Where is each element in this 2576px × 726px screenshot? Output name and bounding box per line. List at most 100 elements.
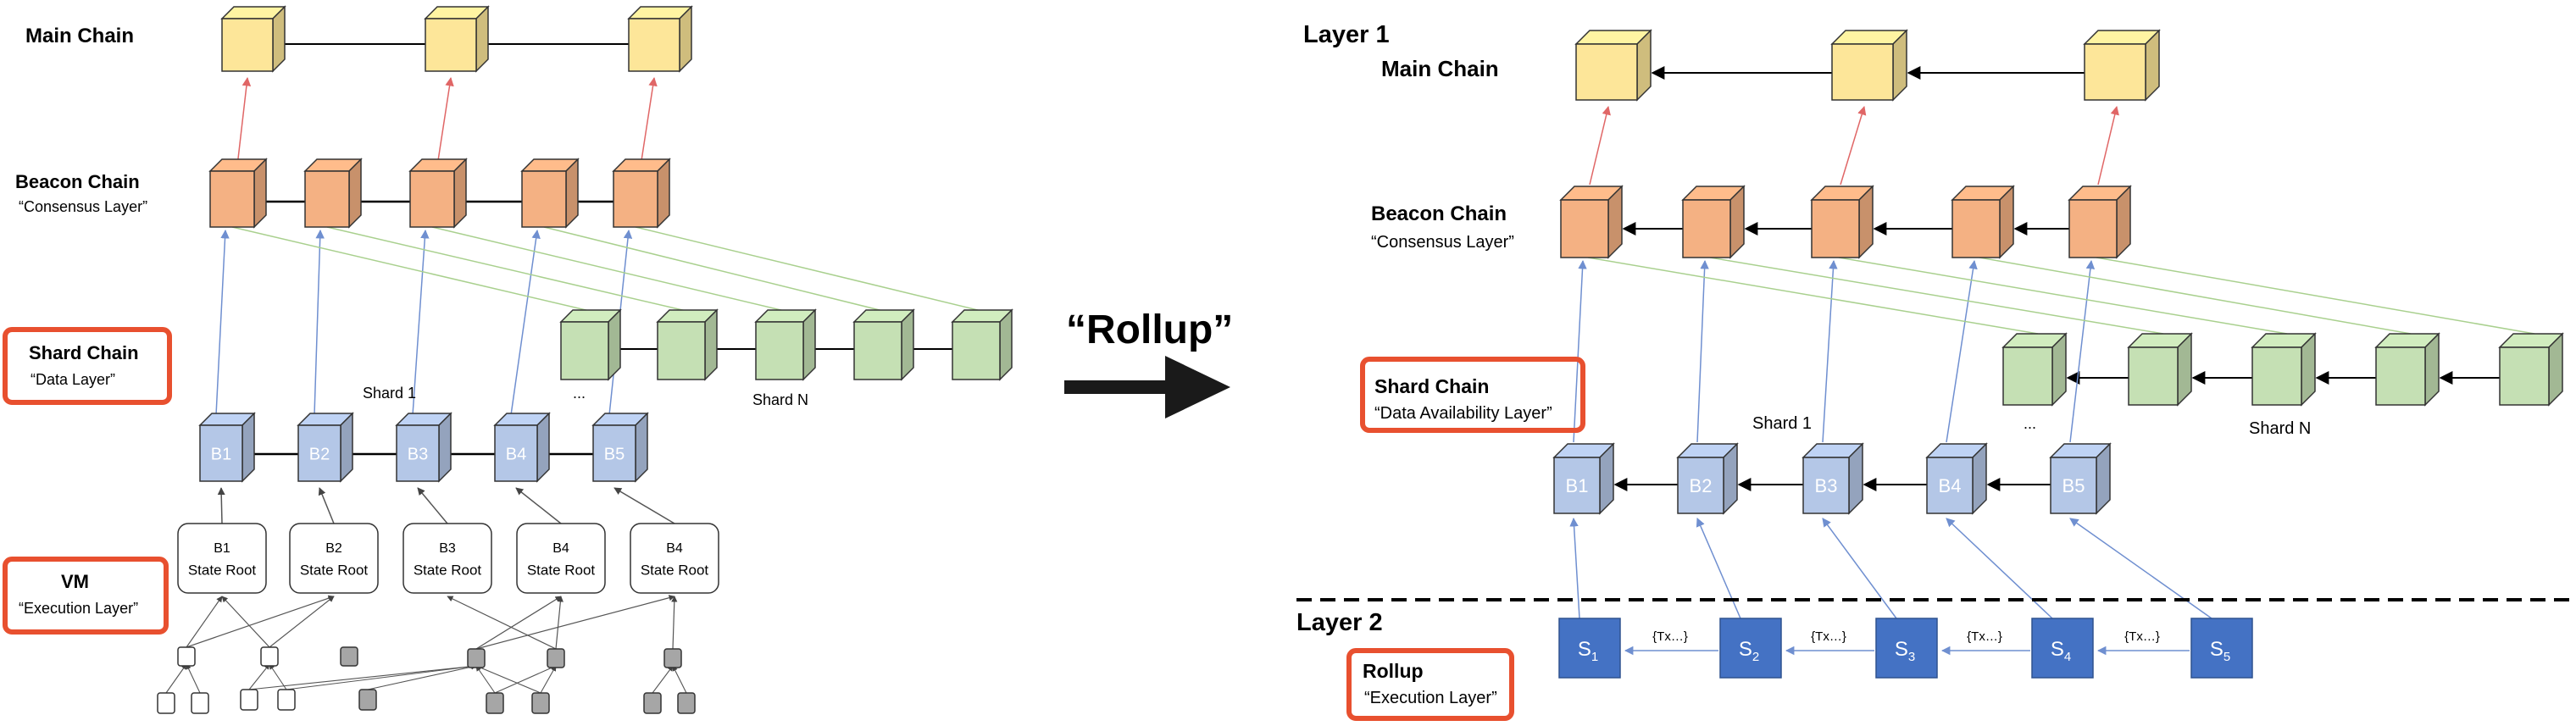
left-tx-node	[547, 648, 565, 668]
left-root-to-block-arrow	[417, 487, 448, 524]
left-tx-node	[467, 648, 486, 668]
right-sequencer-label: S5	[2210, 638, 2230, 664]
right-rollup-subtitle: “Execution Layer”	[1364, 689, 1497, 707]
left-shard-title: Shard Chain	[29, 342, 139, 363]
right-shard1-block	[2049, 442, 2112, 515]
left-tx-link	[248, 663, 477, 690]
left-tx-node	[240, 689, 258, 711]
right-shard1-block	[1676, 442, 1739, 515]
left-tx-node	[277, 689, 296, 711]
left-beacon-block	[303, 158, 363, 229]
rollup-arrow-label: “Rollup”	[1066, 308, 1233, 352]
right-main-chain-block	[1574, 29, 1652, 102]
right-main-chain-block	[1830, 29, 1908, 102]
right-shardN-block	[2127, 332, 2193, 407]
left-vm-title: VM	[61, 571, 89, 592]
left-tx-to-root-arrow	[555, 596, 564, 650]
right-beacon-title: Beacon Chain	[1371, 202, 1507, 225]
left-state-root-box	[402, 523, 492, 594]
left-tx-node	[643, 692, 662, 714]
left-block-label: B1	[211, 445, 231, 463]
left-tx-to-root-arrow	[221, 596, 270, 648]
left-block-to-beacon-arrow	[510, 229, 541, 416]
left-tx-to-root-arrow	[186, 596, 223, 648]
left-block-label: B3	[408, 445, 428, 463]
right-beacon-to-shardN-line	[1838, 257, 2288, 335]
left-beacon-block	[208, 158, 268, 229]
left-main-chain-block	[424, 5, 490, 73]
left-shard-chain-highlight	[3, 327, 172, 405]
left-tx-to-root-arrow	[475, 596, 562, 650]
rollup-arrow-icon	[1064, 356, 1230, 418]
left-tx-node	[677, 692, 696, 714]
left-shardN-block	[656, 308, 719, 381]
left-tx-link	[540, 665, 557, 694]
right-seq-to-block-arrow	[2069, 518, 2212, 619]
left-shard1-block	[395, 412, 452, 483]
right-main-chain-block	[2083, 29, 2161, 102]
left-beacon-to-main-arrow	[436, 76, 454, 167]
left-state-root-sub: State Root	[300, 562, 369, 578]
left-block-to-beacon-arrow	[314, 229, 325, 416]
right-beacon-block	[1559, 185, 1624, 259]
left-beacon-to-shardN-line	[543, 226, 887, 313]
left-state-root-name: B4	[666, 541, 683, 556]
left-tx-node	[191, 692, 209, 714]
left-state-root-box	[289, 523, 379, 594]
left-shard1-block	[591, 412, 649, 483]
right-block-to-beacon-arrow	[1822, 259, 1838, 443]
right-beacon-to-shardN-line	[1979, 257, 2412, 335]
right-shardN-block	[2374, 332, 2440, 407]
left-tx-node	[531, 692, 550, 714]
right-sequencer-label: S1	[1578, 638, 1598, 664]
connector-lines	[165, 43, 2535, 694]
right-shard1-block	[1802, 442, 1864, 515]
left-state-root-sub: State Root	[188, 562, 257, 578]
right-sequencer-label: S2	[1739, 638, 1759, 664]
left-tx-node	[486, 692, 504, 714]
left-block-to-beacon-arrow	[412, 229, 430, 416]
left-tx-link	[475, 665, 541, 694]
right-rollup-title: Rollup	[1363, 660, 1424, 682]
left-beacon-block	[612, 158, 671, 229]
right-tx-label: {Tx…}	[2124, 629, 2160, 644]
right-beacon-block	[1951, 185, 2015, 259]
right-shardN-block	[2001, 332, 2068, 407]
left-state-root-name: B3	[439, 541, 456, 556]
left-beacon-subtitle: “Consensus Layer”	[19, 198, 147, 215]
left-shard1-block	[493, 412, 551, 483]
left-tx-node	[358, 689, 377, 711]
right-sequencer-label: S4	[2051, 638, 2071, 664]
right-shard-title: Shard Chain	[1374, 375, 1489, 397]
left-tx-link	[494, 665, 557, 694]
left-root-to-block-arrow	[318, 487, 335, 524]
left-tx-link	[286, 663, 477, 690]
left-block-label: B4	[506, 445, 526, 463]
left-shard-subtitle: “Data Layer”	[31, 371, 115, 388]
left-vm-subtitle: “Execution Layer”	[19, 600, 138, 617]
right-shardN-block	[2251, 332, 2317, 407]
left-tx-link	[672, 665, 687, 694]
right-beacon-to-shardN-line	[1587, 257, 2039, 335]
left-tx-node	[340, 646, 358, 667]
right-tx-label: {Tx…}	[1811, 629, 1846, 644]
left-tx-link	[269, 663, 287, 690]
right-rollup-highlight	[1346, 648, 1514, 721]
left-tx-link	[248, 663, 270, 690]
left-beacon-to-shardN-line	[635, 226, 985, 313]
right-beacon-to-main-arrow	[1840, 105, 1867, 186]
left-state-root-name: B4	[552, 541, 569, 556]
right-beacon-to-shardN-line	[1709, 257, 2164, 335]
left-block-label: B2	[309, 445, 330, 463]
left-block-to-beacon-arrow	[215, 229, 230, 416]
right-shard1-label: Shard 1	[1752, 414, 1812, 433]
right-block-to-beacon-arrow	[2069, 259, 2096, 443]
left-tx-link	[186, 663, 201, 694]
right-block-label: B3	[1815, 475, 1838, 496]
right-block-label: B4	[1939, 475, 1962, 496]
left-beacon-to-main-arrow	[236, 76, 252, 167]
right-beacon-block	[1810, 185, 1874, 259]
left-tx-link	[367, 664, 477, 690]
left-tx-to-root-arrow	[447, 596, 557, 650]
